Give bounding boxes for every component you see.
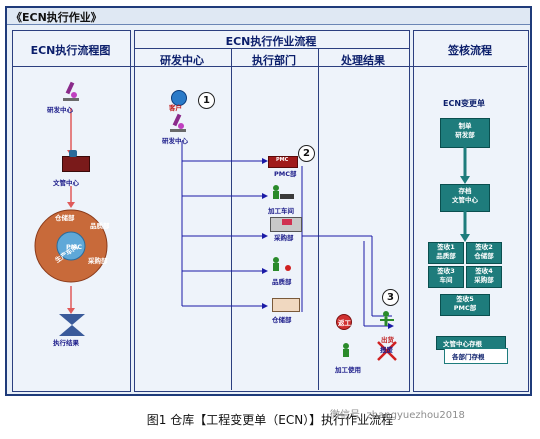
middle-header-divider	[134, 48, 409, 49]
sign2-box: 签收2 仓储部	[466, 242, 502, 264]
document-cabinet-icon	[62, 156, 90, 172]
pmc-desk-label: PMC	[276, 157, 289, 163]
sign2-label: 签收2	[475, 243, 493, 251]
quality-worker-icon	[273, 257, 291, 271]
step-3-badge: 3	[382, 289, 399, 306]
header-bottom-line	[12, 66, 527, 67]
sign4-dept-label: 采购部	[474, 276, 494, 284]
result-column-header: 处理结果	[341, 54, 385, 67]
process-worker-icon	[343, 343, 349, 357]
approval-arrow-1	[460, 146, 470, 184]
ring-purchase-label: 采购部	[88, 257, 108, 265]
dept-archive-label: 各部门存根	[452, 353, 485, 361]
approval-column-header: 签核流程	[448, 44, 492, 57]
approval-arrow-2	[460, 210, 470, 242]
ring-quality-label: 品质部	[90, 222, 110, 230]
rework-label: 返工	[338, 319, 351, 327]
sign5-box: 签收5 PMC部	[440, 294, 490, 316]
archive-box: 存档 文管中心	[440, 184, 490, 212]
ship-worker-icon	[380, 311, 394, 326]
workshop-label: 加工车间	[268, 207, 294, 215]
purchase-hand-icon	[282, 219, 292, 225]
left-end-label: 执行结果	[53, 339, 79, 347]
sign4-label: 签收4	[475, 267, 493, 275]
sign1-label: 签收1	[437, 243, 455, 251]
sign5-label: 签收5	[456, 295, 474, 303]
document-cabinet-top-icon	[69, 150, 77, 157]
sign2-dept-label: 仓储部	[474, 252, 494, 260]
make-dept-label: 研发部	[455, 131, 475, 139]
microscope-icon	[63, 81, 79, 101]
warehouse-label: 仓储部	[272, 316, 292, 324]
archive-dept-label: 文管中心	[452, 196, 478, 204]
sign3-dept-label: 车间	[439, 276, 453, 284]
left-rd-label: 研发中心	[47, 106, 73, 114]
pmc-desk-icon	[268, 156, 298, 168]
approval-title: ECN变更单	[443, 99, 486, 108]
diagram-title: 《ECN执行作业》	[11, 11, 102, 24]
ring-warehouse-label: 仓储部	[55, 214, 75, 222]
step-2-badge: 2	[298, 145, 315, 162]
rd-label: 研发中心	[162, 137, 188, 145]
pmc-dept-label: PMC部	[274, 170, 297, 178]
middle-flow-svg	[181, 141, 394, 329]
left-doc-label: 文管中心	[53, 179, 79, 187]
globe-icon	[171, 90, 187, 106]
sign1-dept-label: 品质部	[436, 252, 456, 260]
ring-pmc-label: PMC	[66, 243, 83, 251]
sign1-box: 签收1 品质部	[428, 242, 464, 264]
title-bar: 《ECN执行作业》	[7, 8, 530, 25]
scrap-icon	[377, 341, 397, 361]
make-box: 制单 研发部	[440, 118, 490, 148]
doc-archive-label: 文管中心存根	[443, 340, 482, 348]
process-use-label: 加工使用	[335, 366, 361, 374]
customer-label: 客户	[169, 104, 182, 112]
left-column-header: ECN执行流程图	[30, 44, 111, 57]
step-1-badge: 1	[198, 92, 215, 109]
sign4-box: 签收4 采购部	[466, 266, 502, 288]
rd-column-header: 研发中心	[160, 54, 204, 67]
warehouse-desk-icon	[272, 298, 300, 312]
sign3-label: 签收3	[437, 267, 455, 275]
sign5-dept-label: PMC部	[453, 304, 477, 312]
exec-column-header: 执行部门	[252, 54, 296, 67]
scrap-label: 报废	[380, 346, 393, 354]
purchase-label: 采购部	[274, 234, 294, 242]
dept-archive-sheet	[444, 348, 508, 364]
sign3-box: 签收3 车间	[428, 266, 464, 288]
ship-label: 出货	[381, 336, 394, 344]
result-divider	[318, 48, 319, 390]
hourglass-icon	[59, 314, 85, 336]
rd-microscope-icon	[170, 113, 186, 132]
figure-caption: 图1 仓库【工程变更单（ECN）】执行作业流程	[146, 413, 394, 427]
make-label: 制单	[458, 122, 472, 130]
archive-label: 存档	[458, 187, 472, 195]
exec-divider	[231, 48, 232, 390]
rework-icon	[336, 314, 352, 330]
quality-label: 品质部	[272, 278, 292, 286]
workshop-worker-icon	[273, 185, 294, 199]
wechat-watermark: 微信号: zhangyuezhou2018	[330, 410, 465, 421]
middle-column-header: ECN执行作业流程	[225, 35, 317, 48]
